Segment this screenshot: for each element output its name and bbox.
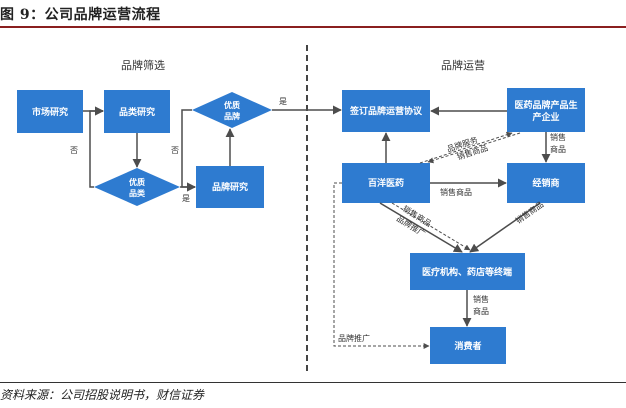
label-brand-promotion: 品牌推广: [338, 333, 370, 343]
label-no-mid: 否: [171, 146, 179, 155]
node-brand-research-label: 品牌研究: [212, 181, 248, 193]
node-consumer-label: 消费者: [454, 340, 481, 352]
node-quality-category-line2: 品类: [129, 188, 145, 198]
label-sell-goods-bottom-v2: 售: [481, 294, 489, 304]
node-terminal-label: 医疗机构、药店等终端: [422, 266, 512, 278]
label-no-left: 否: [70, 146, 78, 155]
node-manufacturer: [507, 88, 585, 132]
node-baiyang: [342, 163, 430, 203]
label-yes-top: 是: [279, 97, 287, 106]
label-yes-bottom: 是: [182, 194, 190, 203]
node-sign-agreement-label: 签订品牌运营协议: [349, 105, 423, 117]
node-brand-research: [196, 166, 264, 208]
node-distributor: [507, 163, 585, 203]
node-sign-agreement: [342, 90, 430, 132]
section-header-brand-operation: 品牌运营: [441, 58, 485, 72]
label-sell-goods-bottom-v1: 销: [473, 294, 481, 304]
bottom-rule: [0, 382, 626, 383]
label-sell-goods-bottom-v3: 商: [473, 306, 481, 316]
node-market-research-label: 市场研究: [32, 106, 68, 118]
node-market-research: [17, 90, 83, 133]
title-rule: [0, 26, 626, 28]
edge-baiyang-to-terminal-dashed: [391, 202, 471, 251]
edge-sell-goods-to-baiyang: [427, 132, 521, 164]
node-category-research-label: 品类研究: [119, 106, 155, 118]
label-sell-goods-right-v4: 品: [558, 145, 566, 154]
label-sell-goods-right-v2: 售: [558, 132, 566, 142]
node-distributor-label: 经销商: [532, 177, 559, 189]
node-terminal: [410, 253, 525, 290]
node-quality-brand-line2: 品牌: [224, 111, 240, 121]
edge-quality-category-no: [89, 106, 104, 188]
node-manufacturer-line1: 医药品牌产品生: [514, 99, 577, 111]
figure-title: 图 9：公司品牌运营流程: [0, 7, 161, 23]
section-header-brand-screening: 品牌筛选: [121, 58, 165, 72]
node-baiyang-label: 百洋医药: [368, 177, 404, 189]
edge-baiyang-to-terminal: [379, 202, 463, 253]
node-consumer: [430, 327, 506, 364]
node-quality-category: [94, 168, 180, 206]
label-sell-goods-bottom-v4: 品: [481, 307, 489, 316]
node-quality-brand-line1: 优质: [224, 100, 240, 110]
node-quality-category-line1: 优质: [129, 177, 145, 187]
label-sell-goods-horiz: 销售商品: [440, 187, 472, 197]
edge-distributor-to-terminal: [469, 202, 541, 253]
edge-brand-service: [419, 131, 513, 164]
node-manufacturer-line2: 产企业: [532, 111, 559, 123]
label-sell-goods-right-v3: 商: [550, 144, 558, 154]
node-category-research: [104, 90, 170, 133]
node-quality-brand: [192, 92, 272, 128]
edge-quality-brand-no: [181, 109, 196, 192]
source-note: 资料来源：公司招股说明书，财信证券: [0, 388, 205, 402]
label-sell-goods-right-v1: 销: [550, 132, 558, 142]
label-sell-goods-right-diag: 销售商品: [513, 199, 545, 226]
